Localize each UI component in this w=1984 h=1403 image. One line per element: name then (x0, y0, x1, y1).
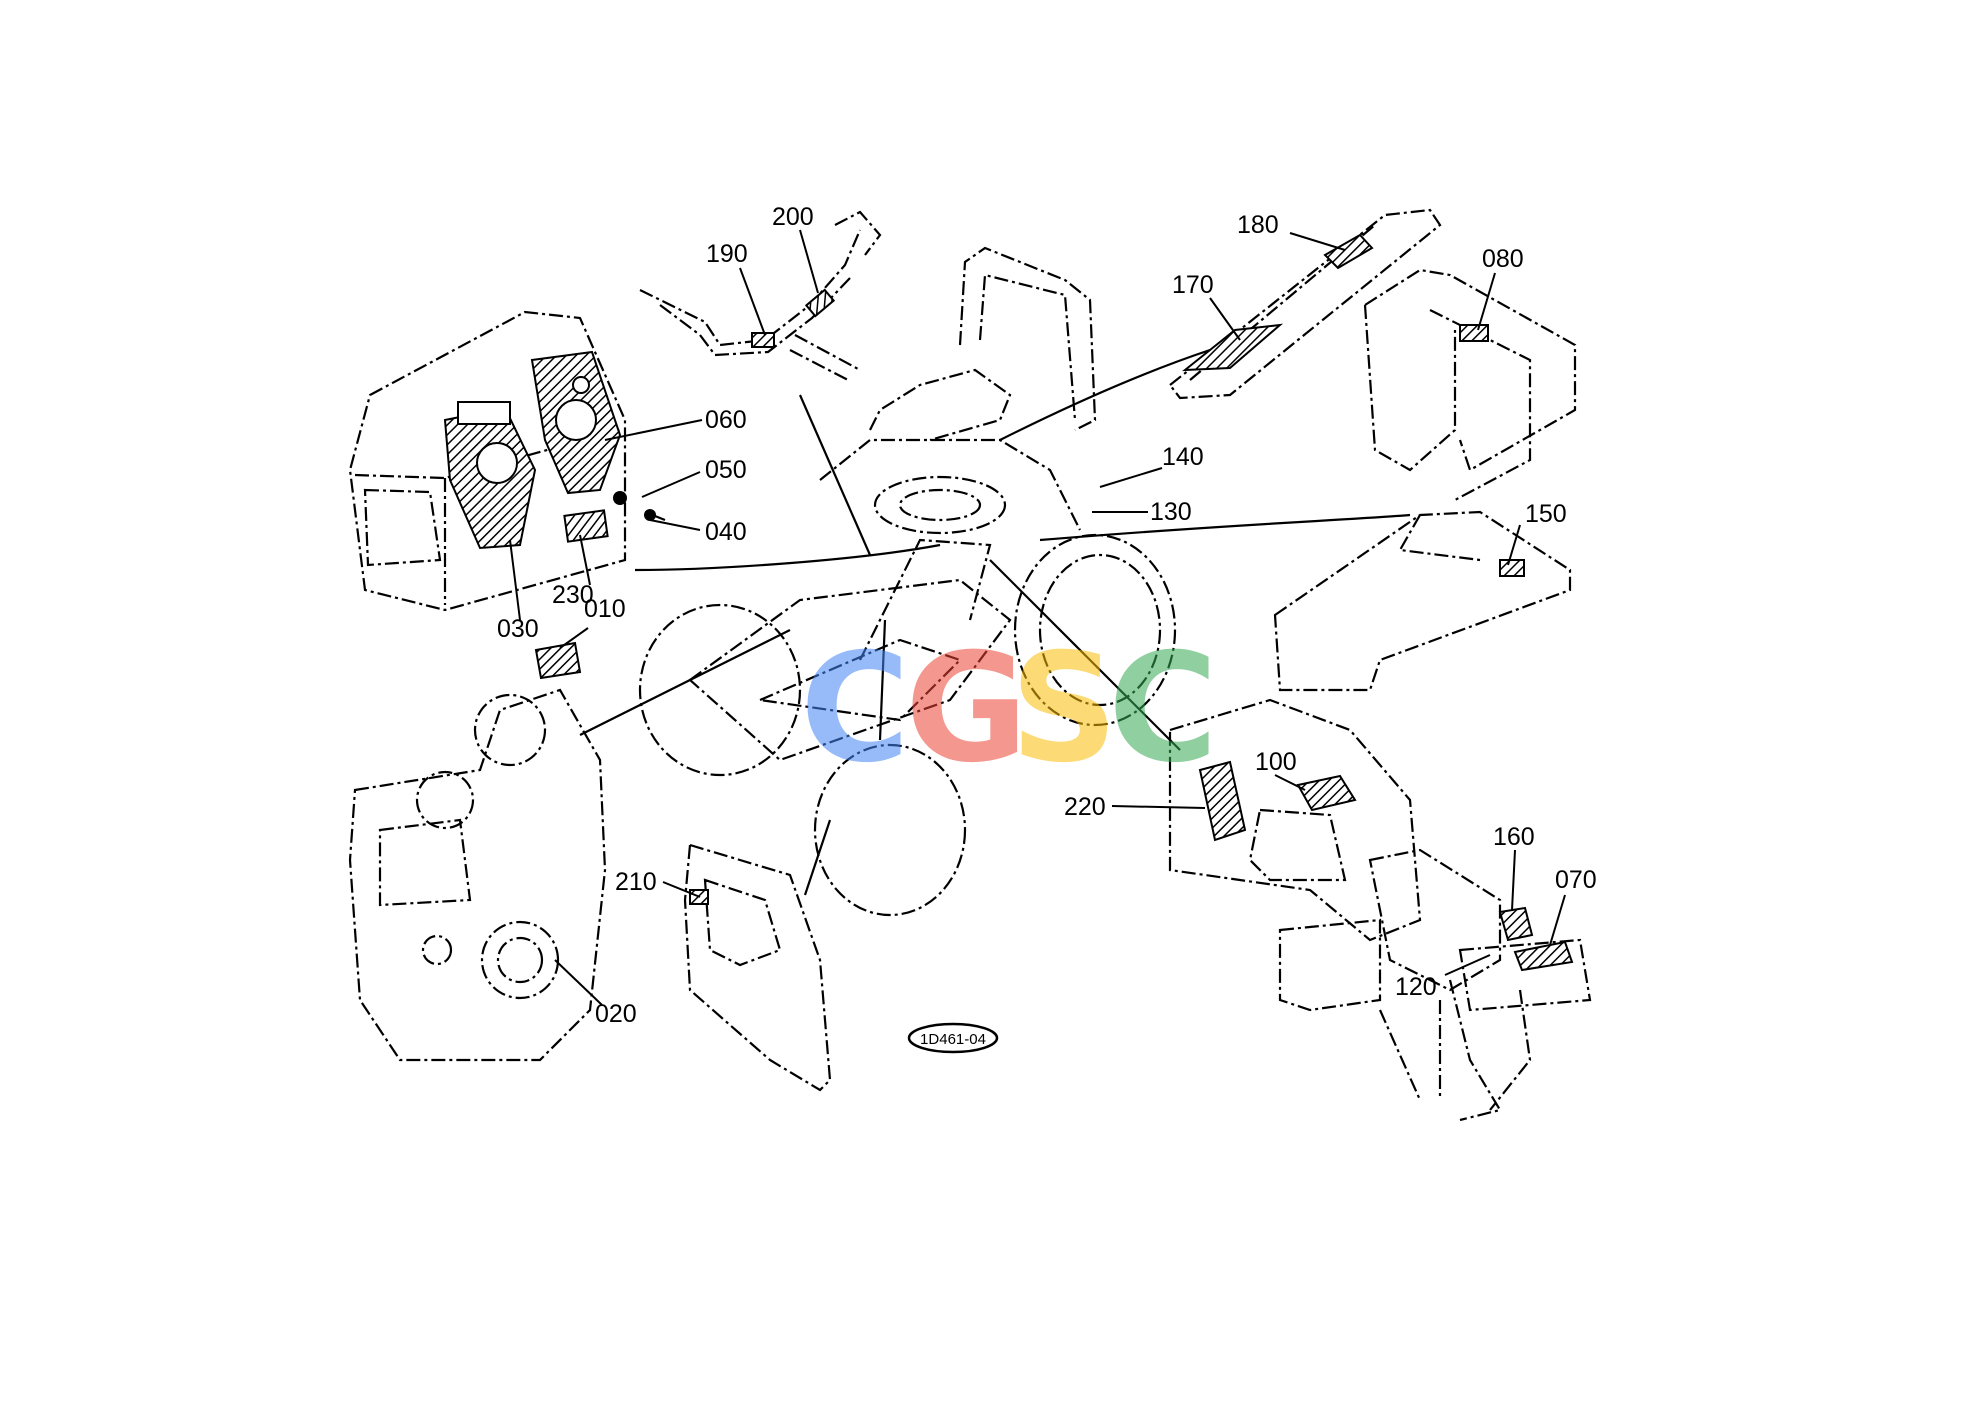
part-label-140: 140 (1162, 443, 1204, 471)
lever-assembly (639, 210, 882, 381)
decal-070 (1513, 940, 1574, 972)
watermark-letter-c1: C (800, 622, 910, 796)
part-label-120: 120 (1395, 973, 1437, 1001)
part-label-210: 210 (615, 868, 657, 896)
part-label-010: 010 (584, 595, 626, 623)
part-label-220: 220 (1064, 793, 1106, 821)
decal-080 (1459, 324, 1489, 342)
side-cover (683, 843, 832, 1092)
part-label-030: 030 (497, 615, 539, 643)
part-label-200: 200 (772, 203, 814, 231)
decal-100 (1296, 774, 1357, 812)
connector-lines (579, 348, 1411, 896)
leader-lines (509, 229, 1566, 1006)
decal-220 (1198, 760, 1247, 842)
part-label-060: 060 (705, 406, 747, 434)
part-label-130: 130 (1150, 498, 1192, 526)
decal-170 (1181, 323, 1284, 372)
decal-150 (1499, 559, 1525, 577)
part-label-070: 070 (1555, 866, 1597, 894)
watermark-letter-s: S (1010, 622, 1118, 796)
part-label-160: 160 (1493, 823, 1535, 851)
decal-010 (534, 641, 582, 680)
part-label-100: 100 (1255, 748, 1297, 776)
drawing-number: 1D461-04 (920, 1031, 986, 1048)
part-label-180: 180 (1237, 211, 1279, 239)
drawing-number-badge: 1D461-04 (907, 1022, 999, 1054)
part-label-020: 020 (595, 1000, 637, 1028)
part-label-190: 190 (706, 240, 748, 268)
bracket-assembly (1363, 268, 1577, 501)
watermark: C G S C (800, 622, 1218, 796)
engine-block (348, 641, 607, 1062)
part-label-170: 170 (1172, 271, 1214, 299)
part-label-050: 050 (705, 456, 747, 484)
floor-pedals (1168, 698, 1592, 1122)
watermark-letter-c2: C (1108, 622, 1218, 796)
part-label-080: 080 (1482, 245, 1524, 273)
decal-160 (1498, 906, 1534, 942)
watermark-letter-g: G (905, 622, 1028, 796)
part-label-150: 150 (1525, 500, 1567, 528)
step-plate (1273, 510, 1572, 692)
dashboard-panel (348, 310, 666, 612)
decal-230 (563, 509, 609, 543)
part-label-040: 040 (705, 518, 747, 546)
part-label-230: 230 (552, 581, 594, 609)
part-labels: 200 190 180 080 170 060 050 040 140 130 … (497, 203, 1597, 1028)
decal-180 (1323, 233, 1374, 270)
top-rail (1168, 208, 1442, 400)
